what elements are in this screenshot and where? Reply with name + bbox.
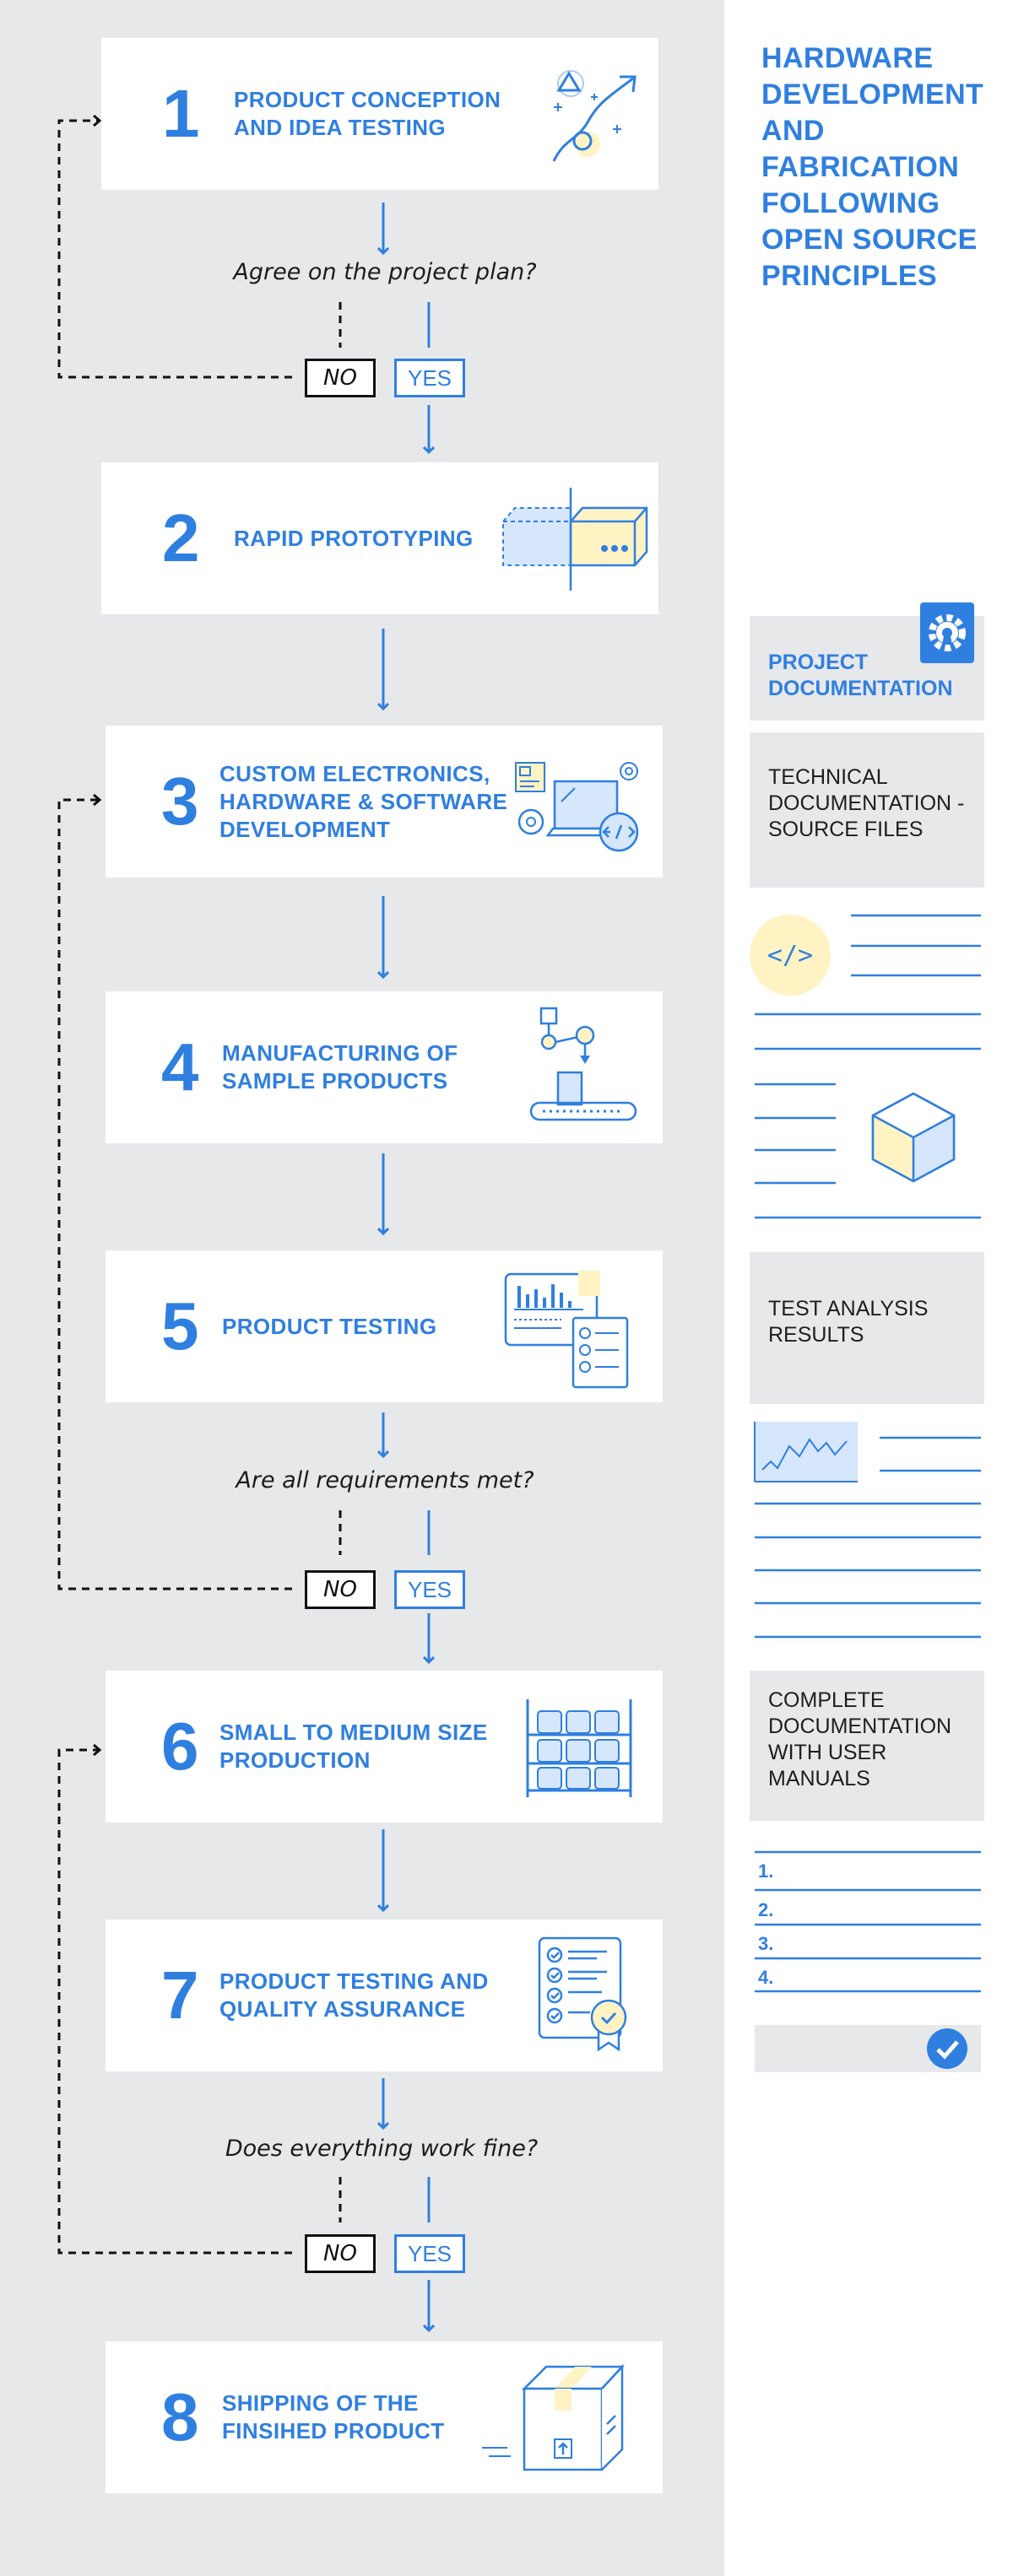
completion-bar xyxy=(755,2025,981,2072)
step-4-label: MANUFACTURING OF SAMPLE PRODUCTS xyxy=(222,1040,458,1094)
decision-1-yes-button[interactable]: YES xyxy=(394,359,465,397)
step-2-label: RAPID PROTOTYPING xyxy=(234,525,474,551)
shelf-icon xyxy=(526,1699,632,1797)
line-chart-thumbnail-icon xyxy=(754,1422,858,1482)
step-8-label: SHIPPING OF THE FINSIHED PRODUCT xyxy=(222,2390,445,2444)
step-6-card: 6 SMALL TO MEDIUM SIZE PRODUCTION xyxy=(106,1671,663,1823)
manual-item-4: 4. xyxy=(758,1967,774,1988)
step-6-label: SMALL TO MEDIUM SIZE PRODUCTION xyxy=(219,1720,488,1773)
manual-item-3: 3. xyxy=(758,1933,774,1954)
certificate-icon xyxy=(538,1936,627,2052)
growth-arrow-icon xyxy=(552,70,637,162)
step-6-number: 6 xyxy=(161,1709,199,1784)
prototype-box-icon xyxy=(502,488,648,591)
laptop-gears-icon xyxy=(515,762,639,852)
complete-documentation-label: COMPLETE DOCUMENTATION WITH USER MANUALS xyxy=(768,1688,952,1790)
page-title: HARDWARE DEVELOPMENT AND FABRICATION FOL… xyxy=(761,42,984,292)
decision-3-question: Does everything work fine? xyxy=(225,2136,539,2162)
manual-item-1: 1. xyxy=(758,1860,774,1882)
robot-arm-icon xyxy=(529,1007,637,1121)
step-5-number: 5 xyxy=(161,1288,199,1364)
test-analysis-label: TEST ANALYSIS RESULTS xyxy=(768,1297,929,1347)
step-1-number: 1 xyxy=(162,76,200,151)
step-5-label: PRODUCT TESTING xyxy=(222,1313,437,1339)
decision-1-question: Agree on the project plan? xyxy=(233,259,537,285)
step-2-card: 2 RAPID PROTOTYPING xyxy=(101,462,658,614)
code-icon: </> xyxy=(750,915,831,996)
step-3-card: 3 CUSTOM ELECTRONICS, HARDWARE & SOFTWAR… xyxy=(106,726,663,878)
decision-1-no-button[interactable]: NO xyxy=(305,359,376,397)
manual-item-2: 2. xyxy=(758,1899,774,1920)
step-4-number: 4 xyxy=(161,1029,199,1104)
decision-2-question: Are all requirements met? xyxy=(236,1467,534,1493)
step-3-number: 3 xyxy=(161,764,199,839)
step-8-number: 8 xyxy=(161,2379,199,2454)
chart-checklist-icon xyxy=(504,1271,629,1389)
technical-documentation-label: TECHNICAL DOCUMENTATION - SOURCE FILES xyxy=(768,765,965,841)
project-documentation-header: PROJECT DOCUMENTATION xyxy=(750,602,984,721)
step-8-card: 8 SHIPPING OF THE FINSIHED PRODUCT xyxy=(106,2341,663,2493)
code-glyph: </> xyxy=(767,940,814,970)
step-7-card: 7 PRODUCT TESTING AND QUALITY ASSURANCE xyxy=(106,1920,663,2071)
step-1-card: 1 PRODUCT CONCEPTION AND IDEA TESTING xyxy=(101,38,658,190)
open-hardware-gear-icon xyxy=(920,602,974,663)
decision-2-yes-button[interactable]: YES xyxy=(394,1570,465,1609)
step-7-label: PRODUCT TESTING AND QUALITY ASSURANCE xyxy=(219,1968,489,2022)
step-1-label: PRODUCT CONCEPTION AND IDEA TESTING xyxy=(234,87,501,140)
cube-3d-icon xyxy=(871,1092,956,1183)
test-analysis-box: TEST ANALYSIS RESULTS xyxy=(750,1252,984,1404)
step-5-card: 5 PRODUCT TESTING xyxy=(106,1250,663,1402)
decision-3-yes-button[interactable]: YES xyxy=(394,2234,465,2273)
step-7-number: 7 xyxy=(161,1958,199,2033)
step-3-label: CUSTOM ELECTRONICS, HARDWARE & SOFTWARE … xyxy=(219,760,508,842)
step-2-number: 2 xyxy=(162,500,200,575)
project-documentation-label: PROJECT DOCUMENTATION xyxy=(768,651,953,700)
complete-documentation-box: COMPLETE DOCUMENTATION WITH USER MANUALS xyxy=(750,1671,984,1821)
decision-3-no-button[interactable]: NO xyxy=(305,2234,376,2273)
technical-documentation-box: TECHNICAL DOCUMENTATION - SOURCE FILES xyxy=(750,732,984,888)
check-circle-icon xyxy=(927,2028,967,2069)
decision-2-no-button[interactable]: NO xyxy=(305,1570,376,1609)
step-4-card: 4 MANUFACTURING OF SAMPLE PRODUCTS xyxy=(106,991,663,1143)
package-icon xyxy=(482,2363,625,2471)
